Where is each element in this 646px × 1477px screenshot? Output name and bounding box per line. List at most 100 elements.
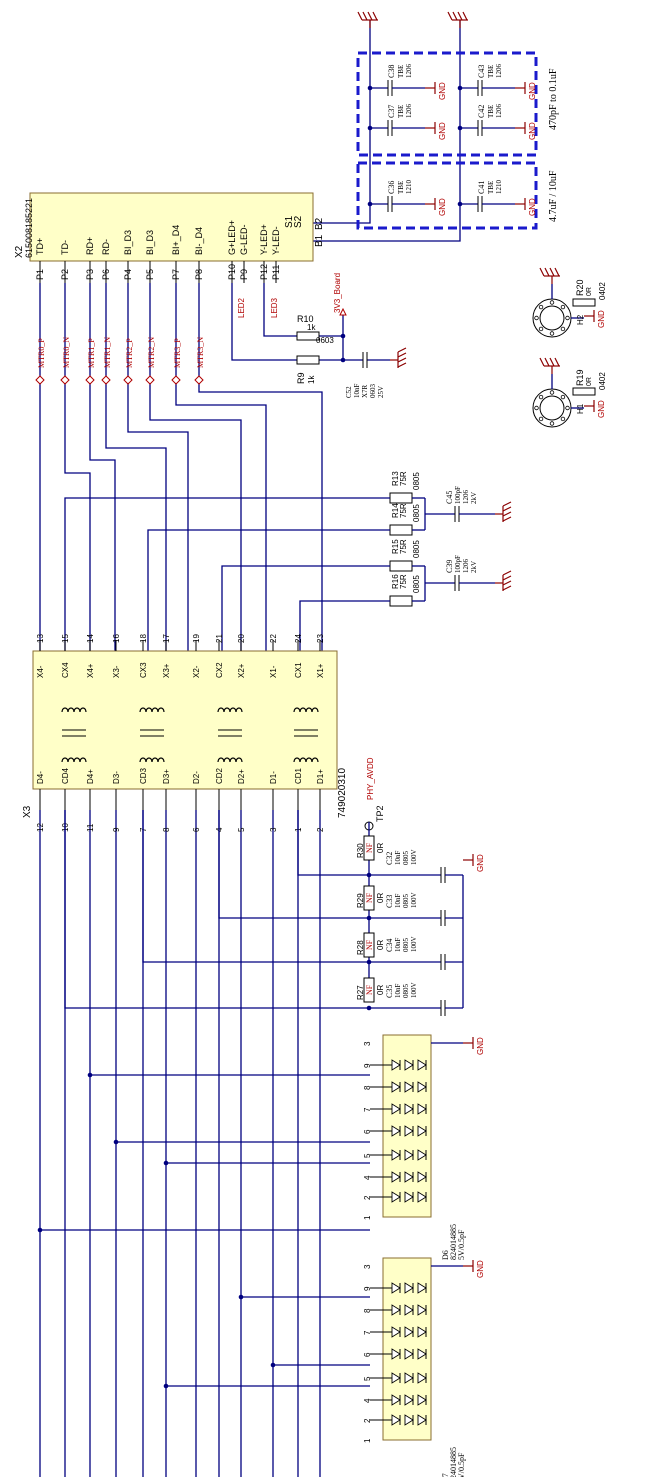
earth-hatch: [502, 516, 512, 522]
center-tap-res-value: 0R: [376, 985, 385, 995]
x3-top-pin-name: X2-: [192, 665, 201, 678]
bob-smith-cap-ref: C39: [445, 560, 454, 573]
ground-symbol: GND: [515, 198, 537, 216]
bob-smith-cap-value: 100pF: [454, 486, 462, 504]
center-tap-nf: NF: [365, 984, 374, 995]
net-label-text: MTR3_N: [196, 337, 205, 368]
bob-smith-wire: [64, 497, 390, 651]
ground-symbol: GND: [584, 400, 606, 418]
hole-via: [560, 304, 566, 310]
x2-pin-name: BI+_D4: [171, 225, 181, 255]
x2-pin-name: BI_D3: [123, 230, 133, 255]
ground-label: GND: [476, 854, 485, 872]
bob-smith-res-ref: R16: [391, 574, 400, 589]
tvs-pin-number: 2: [363, 1418, 372, 1423]
junction-dot: [367, 125, 373, 131]
r10-value: 1k: [307, 323, 316, 332]
net-label-text: MTR1_N: [103, 337, 112, 368]
x3-top-pin-name: X1-: [269, 665, 278, 678]
transformer-coil: [311, 707, 319, 713]
net-label-arrow: [145, 375, 155, 385]
junction-dot: [366, 959, 372, 965]
x2-pin-name: RD+: [85, 237, 95, 255]
hole-via: [565, 315, 570, 321]
x3-bottom-pin-name: D2-: [192, 771, 201, 784]
transformer-x3-body: [32, 650, 338, 790]
label-47uf-10uf: 4.7uF / 10uF: [548, 170, 559, 222]
earth-hatch: [367, 11, 373, 21]
tvs-diode: [404, 1394, 414, 1406]
x3-bottom-pin-number: 8: [162, 827, 171, 832]
tvs-pin-number: 9: [363, 1063, 372, 1068]
ground-symbol: GND: [425, 198, 447, 216]
x3-bottom-pin-number: 5: [237, 827, 246, 832]
bob-smith-res-ref: R15: [391, 539, 400, 554]
earth-hatch: [502, 511, 512, 517]
wire: [89, 283, 116, 651]
chassis-ground-symbol: [539, 267, 560, 284]
supply-arrow: [339, 307, 347, 316]
bob-smith-res-value: 75R: [399, 574, 408, 589]
r19-ref: R19: [575, 369, 585, 386]
tvs-diode: [417, 1394, 427, 1406]
net-3v3-board: 3V3_Board: [333, 273, 342, 313]
tvs-diode: [404, 1326, 414, 1338]
wire: [175, 283, 267, 651]
ground-label: GND: [476, 1260, 485, 1278]
bob-smith-resistor: [389, 560, 413, 572]
net-label-arrow: [194, 375, 204, 385]
hole-via: [549, 390, 555, 395]
tp2-ref: TP2: [375, 805, 385, 822]
x3-bottom-pin-number: 11: [86, 823, 95, 832]
x3-top-pin-number: 22: [269, 634, 278, 643]
x2-led-pin-name: G-LED-: [239, 224, 249, 255]
x2-pin-name: BI_D3: [145, 230, 155, 255]
wire: [198, 283, 323, 651]
x2-led-pin-name: G+LED+: [227, 220, 237, 255]
tvs-diode: [417, 1149, 427, 1161]
shield-cap-ref: C36: [387, 181, 396, 194]
tvs-diode: [417, 1081, 427, 1093]
earth-hatch: [362, 11, 368, 21]
ground-symbol: GND: [425, 122, 447, 140]
r19-pkg: 0402: [598, 372, 607, 390]
tvs-diode: [404, 1125, 414, 1137]
tvs-diode: [404, 1149, 414, 1161]
x3-top-pin-number: 16: [112, 634, 121, 643]
center-tap-cap-voltage: 100V: [410, 936, 418, 952]
center-tap-cap-voltage: 100V: [410, 892, 418, 908]
tvs-pin-number: 6: [363, 1352, 372, 1357]
mount-hole-h1: GND H1 R19 0R 0402: [532, 357, 607, 428]
bob-smith-wire: [299, 600, 390, 651]
x3-top-pin-number: 14: [86, 634, 95, 643]
tvs-pin-number: 6: [363, 1129, 372, 1134]
connector-x2[interactable]: X2 615008185221 TD+P1TD-P2RD+P3RD-P6BI_D…: [14, 192, 325, 283]
earth-hatch: [544, 267, 550, 277]
net-label-arrow: [85, 375, 95, 385]
center-tap-nf: NF: [365, 939, 374, 950]
center-tap-resistor: [363, 885, 375, 911]
junction-dot: [163, 1383, 169, 1389]
tvs-diode: [417, 1103, 427, 1115]
x3-top-pin-name: X2+: [237, 663, 246, 678]
label-470pf-01uf: 470pF to 0.1uF: [548, 68, 559, 130]
x3-top-pin-number: 21: [215, 634, 224, 643]
center-tap-wire: [142, 810, 441, 963]
x3-top-pin-name: X4-: [36, 665, 45, 678]
transformer-coil: [311, 757, 319, 763]
bob-smith-resistor: [389, 492, 413, 504]
net-label-arrow: [60, 375, 70, 385]
ground-symbol: GND: [515, 82, 537, 100]
ground-label: GND: [438, 82, 447, 100]
tvs-diode: [404, 1414, 414, 1426]
wire: [149, 283, 242, 651]
center-tap-cap-ref: C34: [385, 939, 394, 952]
resistor-r20: [572, 298, 596, 307]
tvs-diode: [417, 1125, 427, 1137]
x3-top-pin-number: 17: [162, 634, 171, 643]
transformer-x3[interactable]: X3 749020310 13X4-15CX414X4+16X3-18CX317…: [22, 634, 348, 832]
bob-smith-wire: [221, 565, 390, 651]
